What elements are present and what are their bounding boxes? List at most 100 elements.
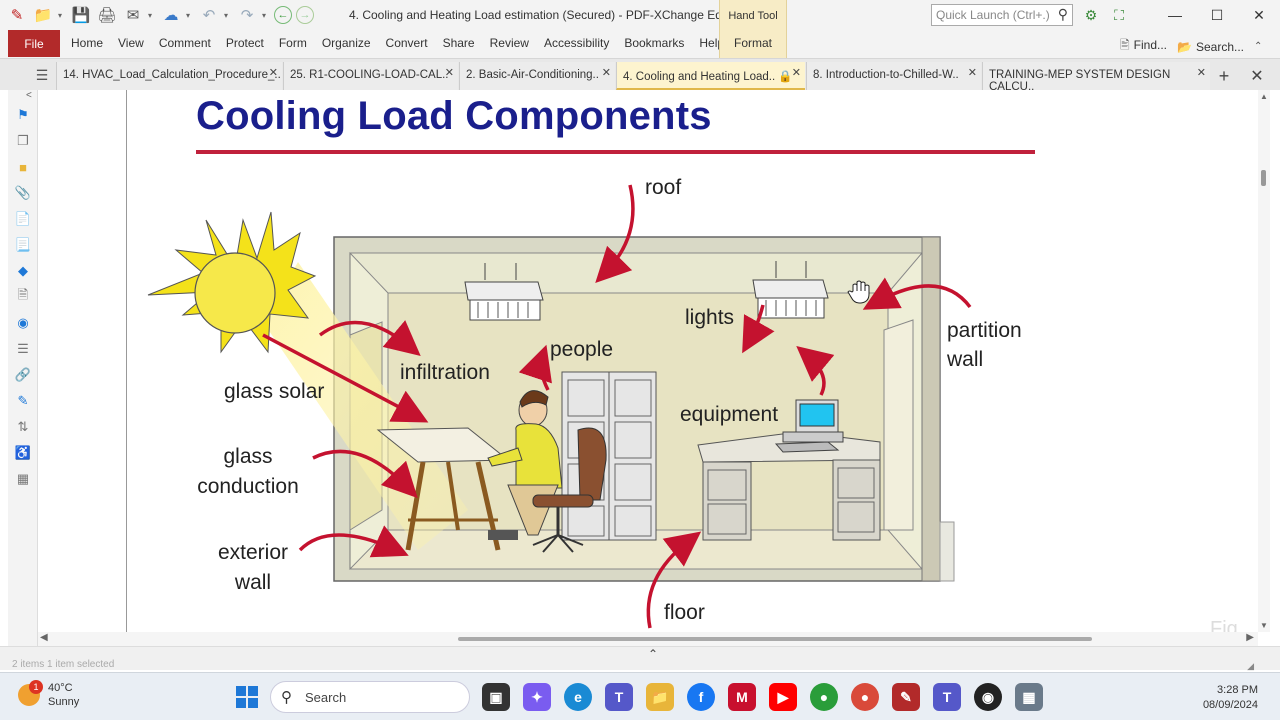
doc-tab[interactable]: 8. Introduction-to-Chilled-W..✕ bbox=[806, 62, 981, 90]
vertical-scrollbar[interactable]: ▲ ▼ bbox=[1258, 90, 1270, 632]
file-explorer-icon[interactable]: 📁 bbox=[646, 683, 674, 711]
undo-icon[interactable]: ↶ bbox=[202, 7, 216, 24]
close-window-button[interactable]: ✕ bbox=[1253, 6, 1265, 23]
search-button[interactable]: 📂Search... bbox=[1177, 40, 1244, 54]
calculator-icon[interactable]: ▦ bbox=[1015, 683, 1043, 711]
menu-bookmarks[interactable]: Bookmarks bbox=[624, 36, 685, 50]
minimize-button[interactable]: — bbox=[1168, 7, 1182, 23]
open-dropdown-icon[interactable]: ▾ bbox=[58, 10, 63, 20]
doc-tab[interactable]: TRAINING-MEP SYSTEM DESIGN CALCU..✕ bbox=[982, 62, 1210, 93]
close-tab-icon[interactable]: ✕ bbox=[444, 67, 454, 79]
scroll-right-icon[interactable]: ▶ bbox=[1246, 632, 1254, 643]
mcafee-icon[interactable]: M bbox=[728, 683, 756, 711]
maximize-button[interactable]: ☐ bbox=[1210, 6, 1224, 23]
horizontal-scrollbar[interactable]: ◀ ▶ bbox=[38, 632, 1258, 646]
quick-launch-input[interactable]: Quick Launch (Ctrl+.) ⚲ bbox=[931, 4, 1073, 26]
undo-dropdown-icon[interactable]: ▾ bbox=[224, 10, 229, 20]
back-icon[interactable]: ← bbox=[274, 6, 292, 24]
system-clock[interactable]: 3:28 PM 08/09/2024 bbox=[1203, 683, 1258, 713]
doc-tab-active[interactable]: 4. Cooling and Heating Load..🔒✕ bbox=[616, 62, 805, 90]
tags-icon[interactable]: ✎ bbox=[17, 393, 29, 408]
teams-icon[interactable]: T bbox=[605, 683, 633, 711]
ui-options-icon[interactable]: ⚙ bbox=[1084, 6, 1098, 23]
close-tab-icon[interactable]: ✕ bbox=[1196, 67, 1206, 79]
copilot-icon[interactable]: ✦ bbox=[523, 683, 551, 711]
teams-work-icon[interactable]: T bbox=[933, 683, 961, 711]
media-app-icon[interactable]: ◉ bbox=[974, 683, 1002, 711]
menu-view[interactable]: View bbox=[118, 36, 144, 50]
pages-icon[interactable]: 📄 bbox=[14, 211, 32, 226]
vertical-scroll-thumb[interactable] bbox=[1261, 170, 1266, 186]
menu-convert[interactable]: Convert bbox=[385, 36, 428, 50]
redo-icon[interactable]: ↷ bbox=[240, 7, 254, 24]
content-icon[interactable]: 🗎 bbox=[17, 287, 29, 302]
search-icon[interactable]: ⚲ bbox=[1057, 6, 1068, 22]
doc-tab[interactable]: 25. R1-COOLING-LOAD-CAL..✕ bbox=[283, 62, 458, 90]
close-tab-icon[interactable]: ✕ bbox=[268, 67, 278, 79]
find-button[interactable]: 🖹Find... bbox=[1120, 36, 1167, 57]
file-menu-button[interactable]: File bbox=[8, 30, 60, 57]
menu-comment[interactable]: Comment bbox=[158, 36, 211, 50]
links-icon[interactable]: 🔗 bbox=[14, 367, 32, 382]
document-view[interactable]: Cooling Load Components bbox=[38, 90, 1258, 632]
tab-list-menu-icon[interactable]: ☰ bbox=[35, 66, 49, 83]
menu-home[interactable]: Home bbox=[71, 36, 104, 50]
layers-icon[interactable]: ◆ bbox=[18, 263, 28, 278]
edge-browser-icon[interactable]: e bbox=[564, 683, 592, 711]
facebook-icon[interactable]: f bbox=[687, 683, 715, 711]
scroll-down-icon[interactable]: ▼ bbox=[1260, 621, 1268, 630]
open-folder-icon[interactable]: 📁 bbox=[33, 7, 53, 24]
scroll-left-icon[interactable]: ◀ bbox=[40, 632, 48, 643]
new-tab-button[interactable]: + bbox=[1218, 65, 1230, 86]
signatures-icon[interactable]: 📃 bbox=[14, 237, 32, 252]
task-view-icon[interactable]: ▣ bbox=[482, 683, 510, 711]
email-dropdown-icon[interactable]: ▾ bbox=[148, 10, 153, 20]
menu-review[interactable]: Review bbox=[489, 36, 529, 50]
accessibility-icon[interactable]: ♿ bbox=[14, 445, 32, 460]
format-tab[interactable]: Format bbox=[733, 36, 772, 50]
close-tab-icon[interactable]: ✕ bbox=[791, 67, 801, 79]
menu-form[interactable]: Form bbox=[278, 36, 307, 50]
horizontal-scroll-thumb[interactable] bbox=[458, 637, 1092, 641]
save-icon[interactable]: 💾 bbox=[71, 7, 91, 24]
doc-tab[interactable]: 14. HVAC_Load_Calculation_Procedure_..✕ bbox=[56, 62, 282, 90]
redo-dropdown-icon[interactable]: ▾ bbox=[262, 10, 267, 20]
start-button[interactable] bbox=[236, 686, 258, 708]
menu-protect[interactable]: Protect bbox=[225, 36, 264, 50]
fields-icon[interactable]: ▦ bbox=[16, 471, 30, 486]
menu-organize[interactable]: Organize bbox=[321, 36, 371, 50]
scroll-up-icon[interactable]: ▲ bbox=[1260, 92, 1268, 101]
weather-widget[interactable]: 1 40°C Sunny bbox=[18, 680, 79, 709]
doc-tab[interactable]: 2. Basic-Air-Conditioning..✕ bbox=[459, 62, 615, 90]
close-tab-icon[interactable]: ✕ bbox=[601, 67, 611, 79]
hand-tool-context-tab[interactable]: Hand Tool Format bbox=[719, 0, 787, 58]
close-tab-icon[interactable]: ✕ bbox=[967, 67, 977, 79]
taskbar-search[interactable]: ⚲ Search bbox=[270, 681, 470, 713]
comments-icon[interactable]: ■ bbox=[19, 159, 27, 175]
destinations-icon[interactable]: ◉ bbox=[17, 315, 29, 330]
left-panel-toolbar: ˂ ⚑ ❐ ■ 📎 📄 📃 ◆ 🗎 ◉ ☰ 🔗 ✎ ⇅ ♿ ▦ bbox=[8, 90, 38, 662]
attachments-icon[interactable]: 📎 bbox=[14, 185, 32, 200]
menu-accessibility[interactable]: Accessibility bbox=[543, 36, 610, 50]
chrome-profile-icon[interactable]: ● bbox=[851, 683, 879, 711]
menu-help[interactable]: Help bbox=[699, 36, 725, 50]
order-icon[interactable]: ⇅ bbox=[17, 419, 29, 434]
resize-grip-icon[interactable]: ◢ bbox=[1247, 661, 1254, 671]
ribbon-collapse-icon[interactable]: ⌃ bbox=[1254, 41, 1263, 52]
forward-icon[interactable]: → bbox=[296, 6, 314, 24]
fullscreen-icon[interactable]: ⛶ bbox=[1114, 6, 1124, 23]
print-icon[interactable]: 🖨 bbox=[97, 7, 117, 24]
pdf-xchange-icon[interactable]: ✎ bbox=[892, 683, 920, 711]
bookmarks-icon[interactable]: ⚑ bbox=[17, 107, 29, 122]
structure-icon[interactable]: ☰ bbox=[17, 341, 29, 356]
scan-icon[interactable]: ☁ bbox=[163, 7, 179, 24]
scan-dropdown-icon[interactable]: ▾ bbox=[186, 10, 191, 20]
email-icon[interactable]: ✉ bbox=[126, 7, 140, 24]
expand-statusbar-icon[interactable]: ⌃ bbox=[648, 647, 659, 661]
panel-collapse-icon[interactable]: ˂ bbox=[26, 90, 32, 101]
chrome-icon[interactable]: ● bbox=[810, 683, 838, 711]
youtube-icon[interactable]: ▶ bbox=[769, 683, 797, 711]
close-all-tabs-button[interactable]: ✕ bbox=[1250, 68, 1264, 85]
thumbnails-icon[interactable]: ❐ bbox=[17, 133, 29, 148]
menu-share[interactable]: Share bbox=[442, 36, 475, 50]
